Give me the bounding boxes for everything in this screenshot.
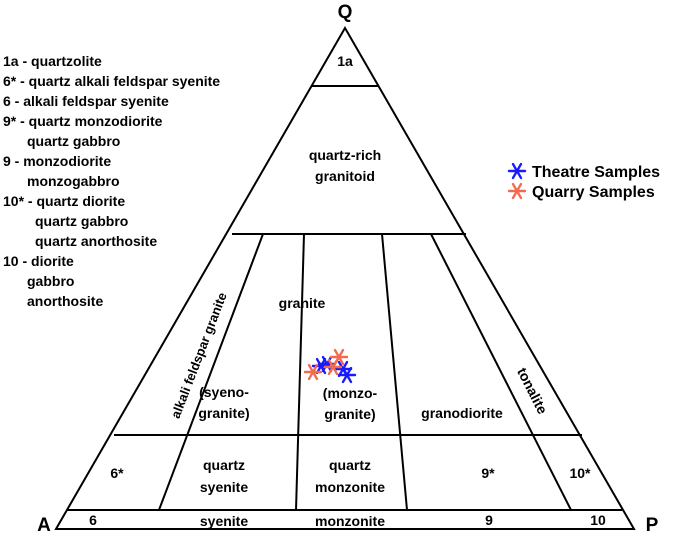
field-syenogranite-label-1: (syeno-	[199, 384, 249, 400]
key-line: anorthosite	[27, 293, 103, 309]
series-legend: Theatre Samples Quarry Samples	[507, 162, 660, 201]
key-line: quartz gabbro	[27, 133, 120, 149]
key-line: monzogabbro	[27, 173, 120, 189]
field-monzonite-label: monzonite	[315, 513, 385, 529]
field-alkali-feldspar-granite-label: alkali feldspar granite	[168, 290, 230, 420]
legend-theatre-marker-icon	[507, 162, 527, 180]
key-line: 10 - diorite	[3, 253, 74, 269]
legend-quarry-marker-icon	[507, 182, 527, 200]
field-syenogranite-label-2: granite)	[198, 405, 249, 421]
sample-points	[303, 348, 357, 384]
field-6star-label: 6*	[110, 465, 124, 481]
field-monzogranite-label-1: (monzo-	[323, 385, 378, 401]
legend-quarry-label: Quarry Samples	[532, 184, 655, 201]
key-line: 6 - alkali feldspar syenite	[3, 93, 169, 109]
key-line: 1a - quartzolite	[3, 53, 102, 69]
field-key-list: 1a - quartzolite 6* - quartz alkali feld…	[3, 53, 220, 309]
field-10star-label: 10*	[569, 465, 591, 481]
legend-theatre-label: Theatre Samples	[532, 164, 660, 181]
boundary-syeno-monzo	[295, 233, 305, 511]
quarry-sample-point	[329, 348, 349, 366]
key-line: 9 - monzodiorite	[3, 153, 111, 169]
field-monzogranite-label-2: granite)	[324, 406, 375, 422]
boundary-granodiorite-tonalite	[430, 233, 572, 511]
quarry-sample-point	[303, 363, 323, 381]
boundary-alkali-granite	[158, 233, 264, 511]
key-line: quartz anorthosite	[35, 233, 157, 249]
key-line: 10* - quartz diorite	[3, 193, 125, 209]
key-line: quartz gabbro	[35, 213, 128, 229]
field-quartz-monzonite-label-1: quartz	[329, 457, 371, 473]
field-9star-label: 9*	[481, 465, 495, 481]
key-line: 6* - quartz alkali feldspar syenite	[3, 73, 220, 89]
key-line: gabbro	[27, 273, 74, 289]
apex-a-label: A	[37, 515, 51, 536]
field-10-label: 10	[590, 512, 606, 528]
field-syenite-label: syenite	[200, 513, 248, 529]
field-quartz-syenite-label-2: syenite	[200, 479, 248, 495]
boundary-monzo-granodiorite	[381, 233, 408, 511]
field-quartz-rich-label-1: quartz-rich	[309, 147, 381, 163]
field-quartz-monzonite-label-2: monzonite	[315, 479, 385, 495]
field-granodiorite-label: granodiorite	[421, 405, 503, 421]
key-line: 9* - quartz monzodiorite	[3, 113, 163, 129]
theatre-sample-point	[337, 366, 357, 384]
apex-q-label: Q	[338, 2, 353, 23]
field-6-label: 6	[89, 512, 97, 528]
field-granite-label: granite	[279, 295, 326, 311]
field-quartz-rich-label-2: granitoid	[315, 168, 375, 184]
field-9-label: 9	[485, 512, 493, 528]
field-quartz-syenite-label-1: quartz	[203, 457, 245, 473]
apex-p-label: P	[646, 515, 659, 536]
triangle-outline	[54, 25, 636, 530]
field-1a-label: 1a	[337, 53, 353, 69]
